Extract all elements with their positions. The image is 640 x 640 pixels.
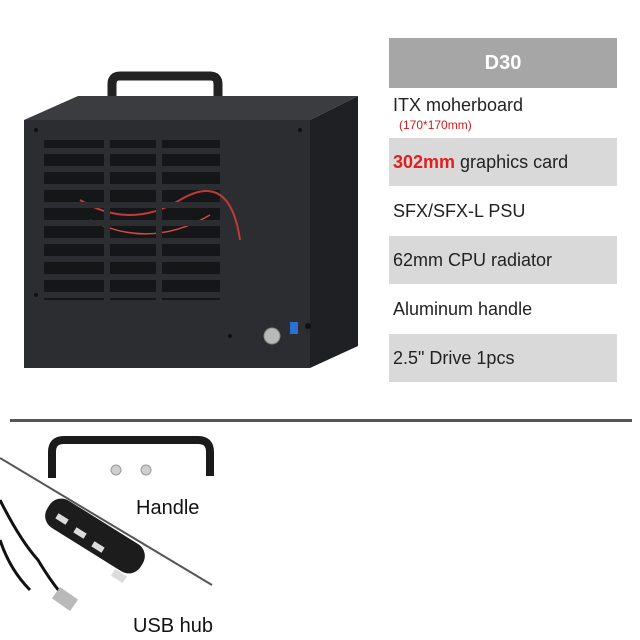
usb-port-icon: [290, 322, 298, 334]
spec-highlight: 302mm: [393, 151, 456, 172]
usb-hub-icon: [45, 498, 145, 584]
usb-hub-caption: USB hub: [133, 615, 214, 637]
spec-row-graphics-card: 302mm graphics card: [389, 138, 617, 187]
spec-row-psu: SFX/SFX-L PSU: [389, 187, 617, 236]
handle-caption: Handle: [136, 497, 200, 519]
usb-plug-icon: [51, 586, 79, 612]
spec-row-cpu-radiator: 62mm CPU radiator: [389, 236, 617, 285]
spec-row-handle: Aluminum handle: [389, 285, 617, 334]
spec-text: ITX moherboard: [393, 94, 524, 115]
spec-table: D30 ITX moherboard (170*170mm) 302mm gra…: [389, 38, 617, 383]
spec-text: SFX/SFX-L PSU: [393, 200, 526, 221]
model-name: D30: [389, 38, 617, 89]
spec-row-drive: 2.5" Drive 1pcs: [389, 334, 617, 383]
screw-icon: [110, 464, 122, 476]
power-button-icon: [263, 327, 281, 345]
spec-text: 2.5" Drive 1pcs: [393, 347, 515, 368]
diagonal-divider: [0, 457, 213, 586]
spec-note: (170*170mm): [399, 117, 472, 132]
screw-icon: [140, 464, 152, 476]
spec-text: graphics card: [455, 151, 569, 172]
spec-text: 62mm CPU radiator: [393, 249, 553, 270]
pc-case-image: [24, 71, 358, 368]
spec-text: Aluminum handle: [393, 298, 533, 319]
spec-row-motherboard: ITX moherboard (170*170mm): [389, 89, 617, 138]
handle-icon: [48, 436, 214, 478]
section-divider: [10, 419, 632, 422]
vent-slots: [40, 140, 222, 300]
accessories-image: [0, 436, 214, 612]
